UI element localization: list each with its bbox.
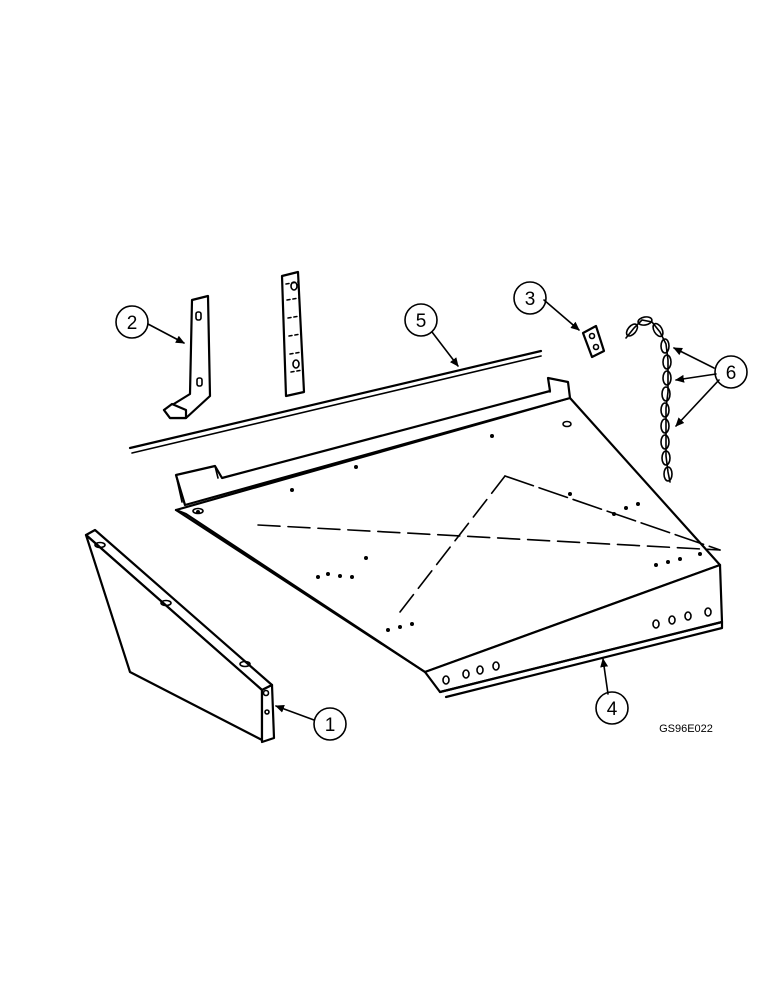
part-5-rod — [128, 349, 543, 454]
callout-1-label: 1 — [325, 715, 336, 736]
callout-2-label: 2 — [127, 313, 138, 334]
callout-6-label: 6 — [726, 363, 737, 384]
part-4-shield — [174, 376, 724, 699]
callout-3: 3 — [513, 281, 547, 315]
part-3-plate — [581, 324, 606, 359]
part-1-side-panel — [84, 528, 276, 744]
part-2-bracket — [162, 270, 306, 420]
callout-1: 1 — [313, 707, 347, 741]
part-6-chain — [625, 316, 673, 483]
callout-3-label: 3 — [525, 289, 536, 310]
leader-lines — [147, 299, 720, 721]
callout-5-label: 5 — [416, 311, 427, 332]
callout-4-label: 4 — [607, 699, 618, 720]
figure-code: GS96E022 — [659, 723, 713, 735]
callout-5: 5 — [404, 303, 438, 337]
callout-6: 6 — [714, 355, 748, 389]
callout-4: 4 — [595, 691, 629, 725]
callout-2: 2 — [115, 305, 149, 339]
